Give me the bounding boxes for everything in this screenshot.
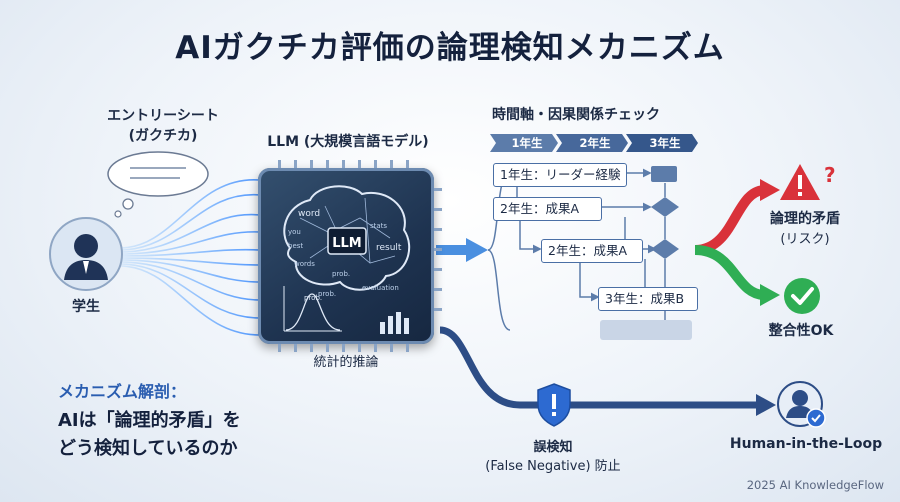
consistent-label: 整合性OK xyxy=(768,323,834,339)
contradiction-label: 論理的矛盾 (リスク) xyxy=(760,208,850,247)
timeline-year-1: 1年生 xyxy=(511,136,543,150)
shield-icon xyxy=(537,383,571,427)
thought-bubble xyxy=(107,151,209,218)
hitl-arrow xyxy=(439,326,760,409)
chip-pins xyxy=(278,160,442,352)
statistical-inference-label: 統計的推論 xyxy=(313,355,379,370)
human-check-icon xyxy=(777,381,826,428)
chip-word: you xyxy=(288,228,301,236)
page-title: AIガクチカ評価の論理検知メカニズム xyxy=(175,30,725,66)
chip-word: best xyxy=(288,242,303,250)
graph-label: prob. xyxy=(304,294,322,302)
entry-sheet-line2: (ガクチカ) xyxy=(128,128,198,144)
timeline-bar xyxy=(490,134,698,152)
student-label: 学生 xyxy=(72,299,100,315)
contradiction-line2: (リスク) xyxy=(780,232,830,247)
chip-word: words xyxy=(294,260,315,268)
fiber-bundle xyxy=(119,179,261,336)
hitl-label: Human-in-the-Loop xyxy=(729,436,883,452)
chip-word: prob. xyxy=(332,270,350,278)
entry-sheet-label: エントリーシート (ガクチカ) xyxy=(88,106,238,146)
timeline-step: 1年生：リーダー経験 xyxy=(493,163,628,187)
timeline-step: 2年生：成果A xyxy=(493,197,602,221)
mechanism-caption: メカニズム解剖： AIは「論理的矛盾」を どう検知しているのか xyxy=(58,378,241,460)
llm-chip xyxy=(258,168,434,344)
timeline-heading: 時間軸・因果関係チェック xyxy=(492,107,660,123)
contradiction-line1: 論理的矛盾 xyxy=(770,211,840,227)
timeline-year-3: 3年生 xyxy=(649,136,681,150)
chip-core-label: LLM xyxy=(332,236,362,251)
false-negative-line2: (False Negative) 防止 xyxy=(485,459,621,474)
mechanism-line3: どう検知しているのか xyxy=(58,438,238,459)
timeline-step: 3年生：成果B xyxy=(598,287,698,311)
timeline-year-2: 2年生 xyxy=(579,136,611,150)
chip-word: result xyxy=(376,243,402,253)
check-icon xyxy=(784,278,820,314)
chip-word: word xyxy=(298,209,320,219)
entry-sheet-line1: エントリーシート xyxy=(107,108,219,124)
warning-icon: ? xyxy=(780,163,836,200)
chip-word: stats xyxy=(370,222,387,230)
graph-label-2: prob. xyxy=(318,290,336,298)
brain-icon: LLM word you best stats result prob. eva… xyxy=(283,185,411,334)
svg-text:?: ? xyxy=(824,163,836,187)
chip-word: evaluation xyxy=(362,284,399,292)
false-negative-label: 誤検知 (False Negative) 防止 xyxy=(478,436,628,474)
footer-credit: 2025 AI KnowledgeFlow xyxy=(746,478,884,492)
false-negative-line1: 誤検知 xyxy=(533,440,573,455)
mechanism-line2: AIは「論理的矛盾」を xyxy=(58,410,241,431)
llm-label: LLM (大規模言語モデル) xyxy=(267,134,429,150)
mechanism-line1: メカニズム解剖： xyxy=(58,382,187,401)
student-avatar-icon xyxy=(49,217,123,291)
timeline-step: 2年生：成果A xyxy=(541,239,643,263)
